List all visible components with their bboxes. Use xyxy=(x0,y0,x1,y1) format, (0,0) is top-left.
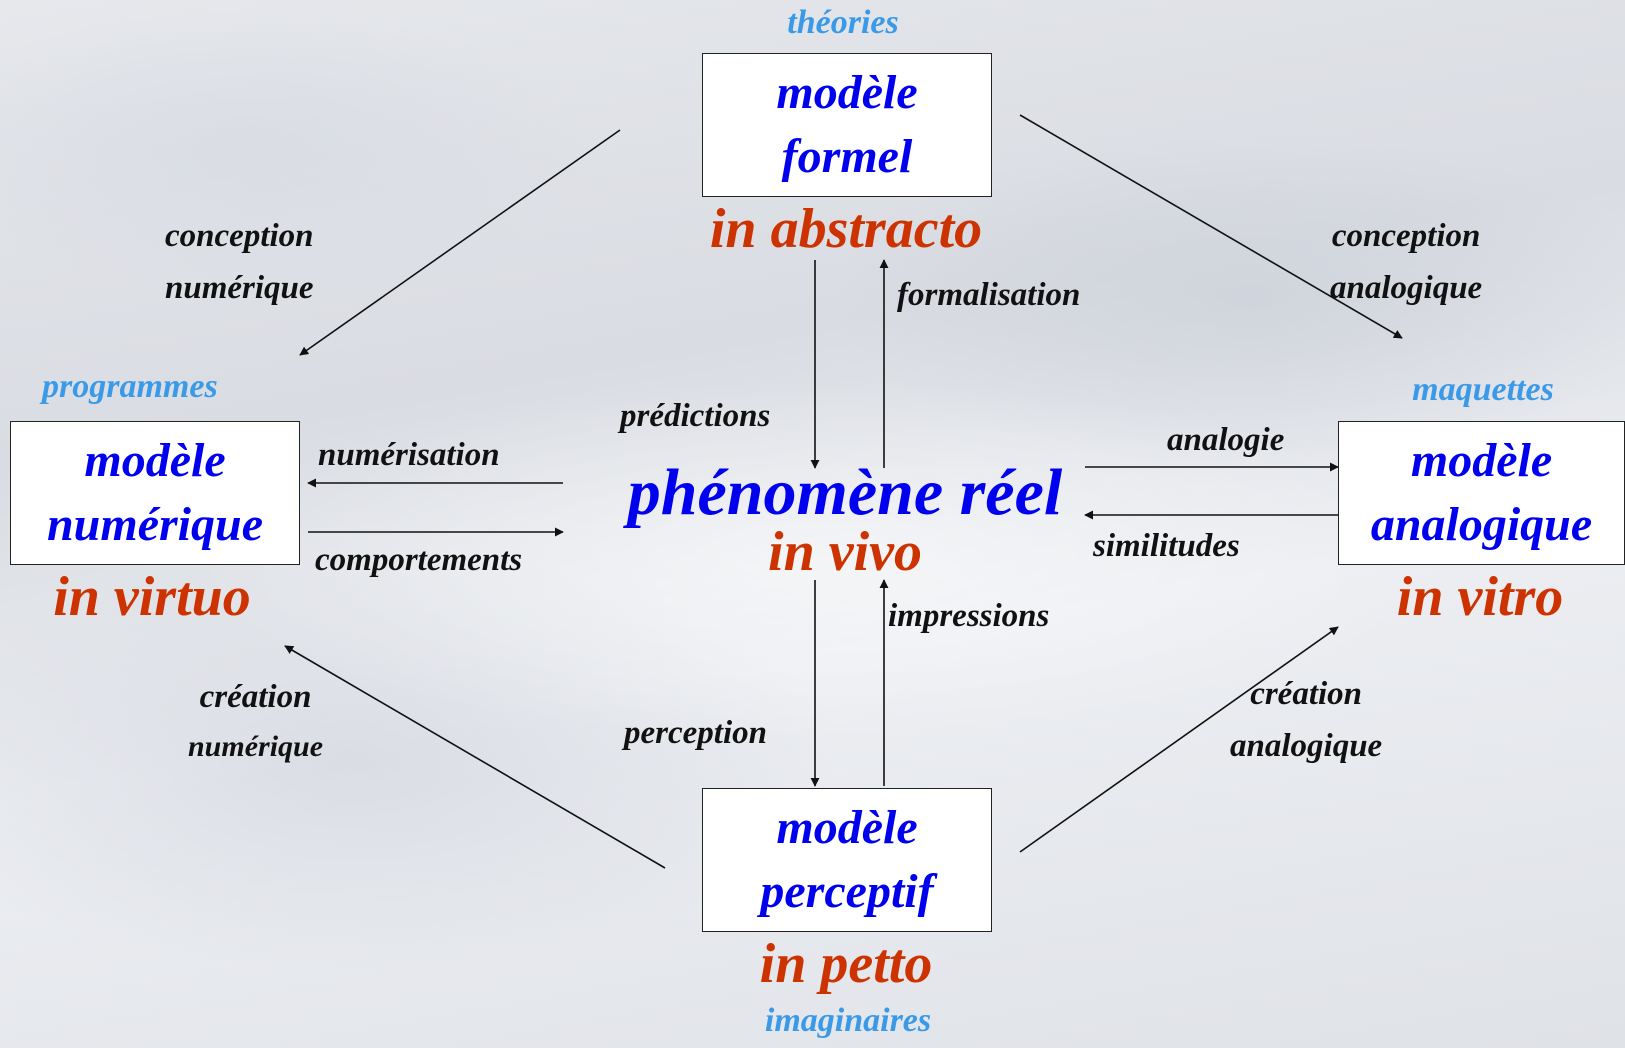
label-creation-analogique-line-1: création xyxy=(1250,676,1363,712)
label-conception-numerique: conception numérique xyxy=(165,210,314,314)
box-numerique-line-1: modèle xyxy=(84,434,226,487)
realm-in-vivo: in vivo xyxy=(768,521,922,583)
label-conception-analogique: conception analogique xyxy=(1330,210,1482,314)
center-phenomene-reel: phénomène réel xyxy=(627,456,1063,529)
label-conception-analogique-line-1: conception xyxy=(1331,218,1481,254)
box-perceptif-line-2: perceptif xyxy=(760,865,934,918)
arrow-conception-analogique xyxy=(1019,114,1403,339)
box-analogique-line-1: modèle xyxy=(1410,434,1553,487)
box-formel-line-1: modèle xyxy=(776,66,918,119)
box-modele-numerique: modèle numérique xyxy=(10,421,300,565)
label-impressions: impressions xyxy=(888,598,1050,634)
box-numerique-line-2: numérique xyxy=(46,498,264,551)
label-predictions: prédictions xyxy=(620,398,771,434)
label-numerisation: numérisation xyxy=(318,437,500,473)
label-creation-analogique: création analogique xyxy=(1230,668,1382,772)
label-creation-numerique: création numérique xyxy=(188,672,323,772)
realm-in-vitro: in vitro xyxy=(1396,566,1564,628)
realm-in-virtuo: in virtuo xyxy=(53,566,251,628)
category-imaginaires: imaginaires xyxy=(764,1002,932,1039)
arrow-creation-numerique xyxy=(284,645,666,869)
label-analogie: analogie xyxy=(1167,422,1285,458)
box-modele-formel: modèle formel xyxy=(702,53,992,197)
realm-in-petto: in petto xyxy=(759,933,933,995)
label-conception-numerique-line-1: conception xyxy=(165,218,314,254)
arrow-conception-numerique xyxy=(299,129,621,356)
box-analogique-line-2: analogique xyxy=(1370,498,1593,551)
label-similitudes: similitudes xyxy=(1093,528,1240,564)
category-maquettes: maquettes xyxy=(1412,371,1554,408)
label-conception-analogique-line-2: analogique xyxy=(1330,270,1483,306)
label-creation-numerique-line-2: numérique xyxy=(188,730,324,763)
label-perception: perception xyxy=(624,715,767,751)
label-conception-numerique-line-2: numérique xyxy=(165,270,314,306)
label-formalisation: formalisation xyxy=(897,277,1081,313)
label-creation-analogique-line-2: analogique xyxy=(1230,728,1383,764)
category-theories: théories xyxy=(787,4,899,41)
category-programmes: programmes xyxy=(42,368,218,405)
box-formel-line-2: formel xyxy=(781,130,913,183)
label-comportements: comportements xyxy=(315,542,523,578)
box-modele-perceptif: modèle perceptif xyxy=(702,788,992,932)
arrow-creation-analogique xyxy=(1019,626,1339,853)
box-perceptif-line-1: modèle xyxy=(776,801,918,854)
realm-in-abstracto: in abstracto xyxy=(709,198,983,260)
label-creation-numerique-line-1: création xyxy=(199,679,312,715)
box-modele-analogique: modèle analogique xyxy=(1338,421,1625,565)
